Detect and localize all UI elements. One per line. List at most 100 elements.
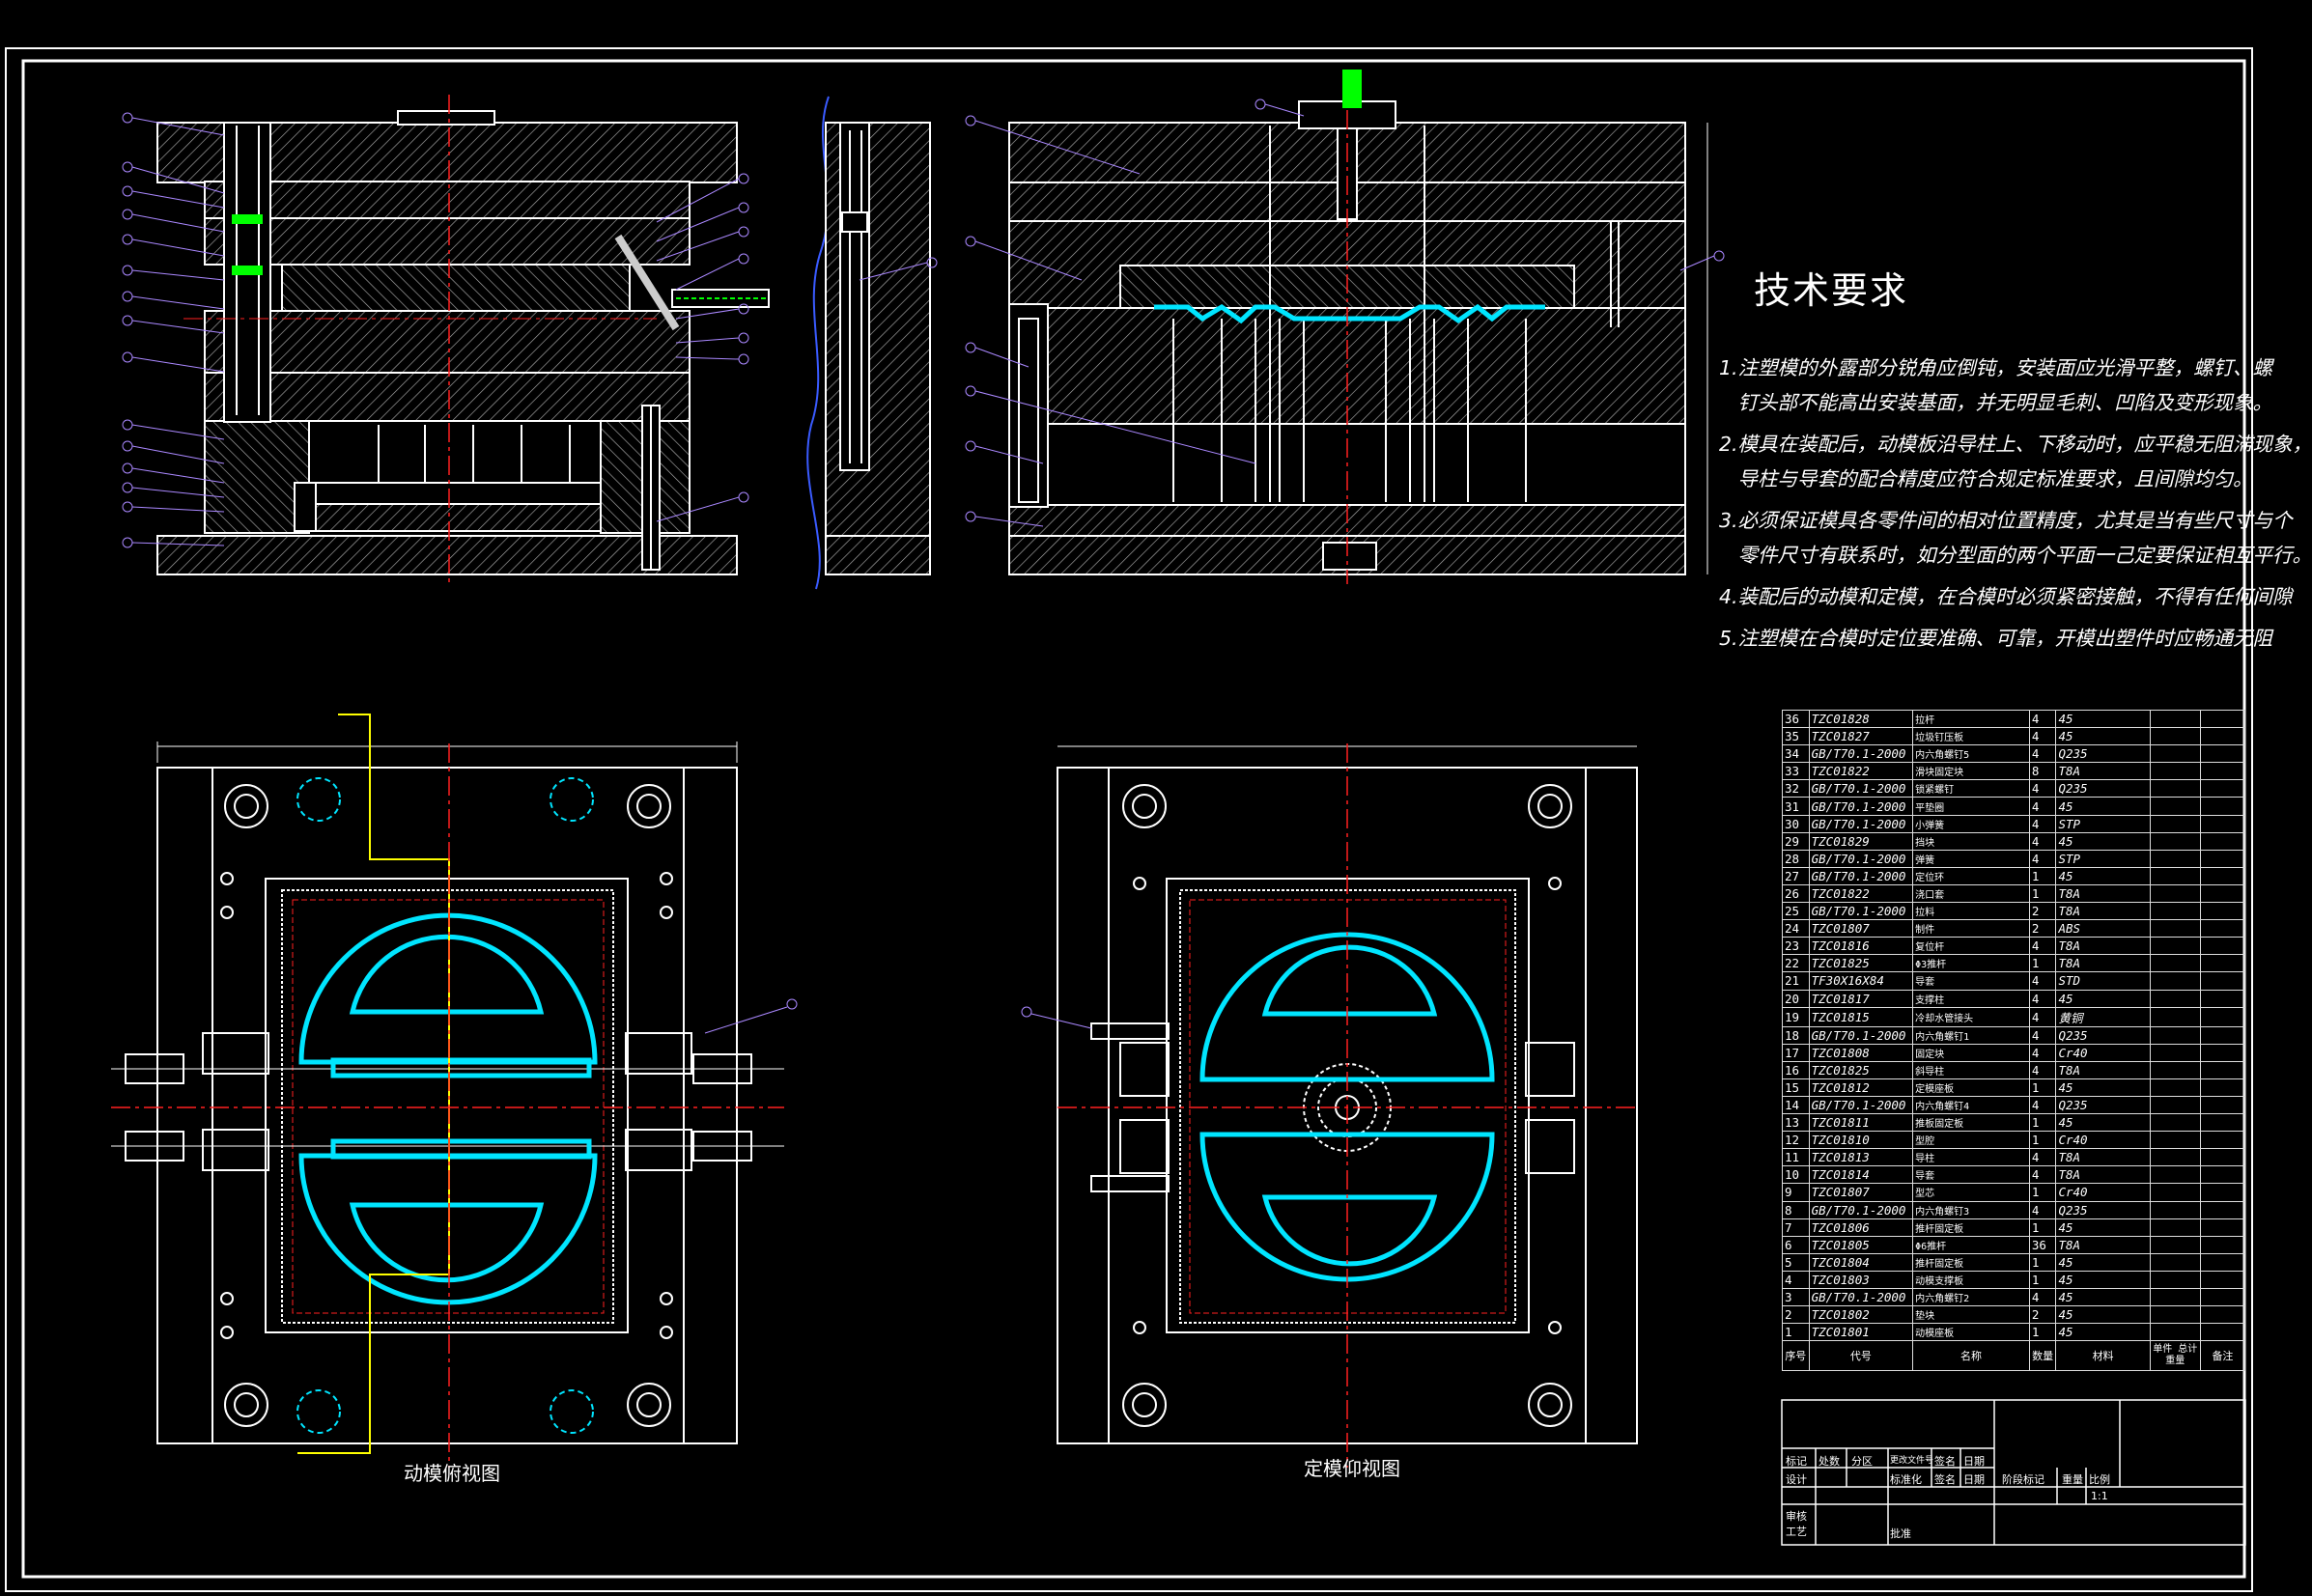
bom-cell-remark	[2199, 1043, 2246, 1062]
bom-cell-qty: 4	[2028, 1200, 2057, 1219]
bom-cell-code: TZC01827	[1808, 727, 1914, 746]
bom-cell-no: 7	[1782, 1218, 1810, 1237]
bom-cell-code: TZC01817	[1808, 989, 1914, 1008]
bom-cell-remark	[2199, 1200, 2246, 1219]
bom-cell-material: 45	[2055, 1287, 2151, 1307]
bom-cell-qty: 4	[2028, 779, 2057, 798]
bom-cell-name: Φ3推杆	[1912, 954, 2030, 973]
bom-header-qty: 数量	[2028, 1340, 2057, 1372]
bom-cell-material: Q235	[2055, 1025, 2151, 1045]
bom-cell-name: 内六角螺钉3	[1912, 1200, 2030, 1219]
bom-cell-code: TZC01808	[1808, 1043, 1914, 1062]
bom-cell-weight	[2149, 1043, 2201, 1062]
bom-cell-qty: 1	[2028, 1218, 2057, 1237]
bom-cell-no: 4	[1782, 1270, 1810, 1290]
bom-cell-weight	[2149, 814, 2201, 833]
bom-cell-code: GB/T70.1-2000	[1808, 814, 1914, 833]
bom-cell-remark	[2199, 1305, 2246, 1325]
bom-cell-name: 支撑柱	[1912, 989, 2030, 1008]
bom-cell-remark	[2199, 1165, 2246, 1185]
tb-date-2: 日期	[1963, 1473, 1985, 1486]
bom-cell-name: 拉杆	[1912, 709, 2030, 729]
bom-cell-material: 45	[2055, 1252, 2151, 1272]
requirement-4: 4.装配后的动模和定模，在合模时必须紧密接触，不得有任何间隙	[1719, 585, 2293, 608]
bom-cell-name: 动模支撑板	[1912, 1270, 2030, 1290]
bom-cell-qty: 2	[2028, 902, 2057, 921]
bom-cell-qty: 2	[2028, 1305, 2057, 1325]
bom-cell-remark	[2199, 919, 2246, 938]
bom-cell-remark	[2199, 727, 2246, 746]
bom-cell-remark	[2199, 709, 2246, 729]
bom-cell-name: 导柱	[1912, 1148, 2030, 1167]
bom-cell-qty: 36	[2028, 1235, 2057, 1254]
bom-cell-name: 垫块	[1912, 1305, 2030, 1325]
bom-cell-remark	[2199, 779, 2246, 798]
bom-cell-name: 导套	[1912, 971, 2030, 991]
bom-cell-code: TZC01810	[1808, 1131, 1914, 1150]
bom-cell-code: GB/T70.1-2000	[1808, 1095, 1914, 1115]
bom-cell-no: 22	[1782, 954, 1810, 973]
bom-cell-no: 29	[1782, 831, 1810, 851]
bom-cell-material: 黄铜	[2055, 1006, 2151, 1027]
bom-cell-code: GB/T70.1-2000	[1808, 797, 1914, 816]
tb-weight: 重量	[2062, 1473, 2083, 1486]
bom-cell-qty: 1	[2028, 1323, 2057, 1342]
bom-cell-code: TZC01825	[1808, 954, 1914, 973]
moving-half-section-view	[156, 110, 770, 575]
bom-cell-weight	[2149, 831, 2201, 851]
bom-cell-code: TZC01801	[1808, 1323, 1914, 1342]
bom-cell-code: GB/T70.1-2000	[1808, 744, 1914, 764]
bom-cell-material: T8A	[2055, 883, 2151, 904]
bom-cell-remark	[2199, 1287, 2246, 1307]
bom-cell-material: Q235	[2055, 744, 2151, 764]
bom-cell-remark	[2199, 1006, 2246, 1027]
bom-cell-material: STP	[2055, 814, 2151, 833]
bom-cell-code: TZC01822	[1808, 762, 1914, 781]
bom-cell-no: 17	[1782, 1043, 1810, 1062]
bom-header-weight-label: 重量	[2165, 1356, 2185, 1367]
tb-scale-value: 1:1	[2091, 1490, 2108, 1502]
bom-cell-name: 定模座板	[1912, 1078, 2030, 1097]
bom-cell-no: 35	[1782, 727, 1810, 746]
bom-cell-material: ABS	[2055, 919, 2151, 938]
bom-cell-name: 推板固定板	[1912, 1113, 2030, 1133]
bom-header-unit: 单件	[2153, 1344, 2173, 1356]
bom-cell-no: 3	[1782, 1287, 1810, 1307]
bom-header-no: 序号	[1782, 1340, 1810, 1372]
bom-cell-qty: 8	[2028, 762, 2057, 781]
bom-cell-no: 31	[1782, 797, 1810, 816]
bom-cell-name: 导套	[1912, 1165, 2030, 1185]
bom-cell-code: TZC01804	[1808, 1252, 1914, 1272]
bom-cell-qty: 1	[2028, 866, 2057, 885]
bom-cell-code: TZC01805	[1808, 1235, 1914, 1254]
bom-cell-name: 浇口套	[1912, 883, 2030, 904]
bom-cell-weight	[2149, 866, 2201, 885]
bom-cell-no: 24	[1782, 919, 1810, 938]
tb-signature-2: 签名	[1934, 1473, 1956, 1486]
bom-cell-qty: 4	[2028, 1060, 2057, 1079]
bom-cell-weight	[2149, 849, 2201, 868]
bom-cell-name: 滑块固定块	[1912, 762, 2030, 781]
bom-cell-code: GB/T70.1-2000	[1808, 779, 1914, 798]
bom-header-name: 名称	[1912, 1340, 2030, 1372]
ejector-detail-view	[806, 96, 931, 590]
tb-date: 日期	[1963, 1455, 1985, 1468]
bom-cell-name: 固定块	[1912, 1043, 2030, 1062]
bom-cell-name: 斜导柱	[1912, 1060, 2030, 1079]
bom-cell-remark	[2199, 1252, 2246, 1272]
bom-cell-material: Q235	[2055, 1095, 2151, 1115]
bom-cell-qty: 4	[2028, 744, 2057, 764]
bom-cell-code: TZC01812	[1808, 1078, 1914, 1097]
bom-cell-qty: 1	[2028, 1113, 2057, 1133]
bom-cell-weight	[2149, 1165, 2201, 1185]
requirement-5: 5.注塑模在合模时定位要准确、可靠，开模出塑件时应畅通无阻	[1719, 627, 2273, 650]
bom-cell-remark	[2199, 1235, 2246, 1254]
tb-mark: 标记	[1786, 1455, 1807, 1468]
